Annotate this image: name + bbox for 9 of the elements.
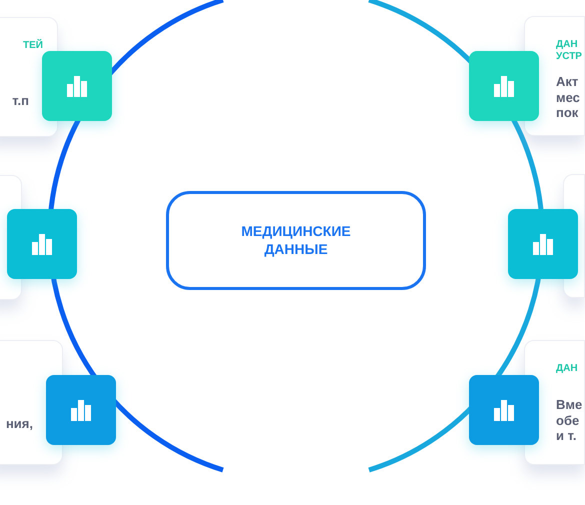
card-heading: ТЕЙ <box>22 40 43 52</box>
card-text: ния, <box>4 416 33 432</box>
card-heading: ДАН <box>556 363 579 375</box>
box-title: МЕДИЦИНСКИЕ ДАННЫЕ <box>240 223 352 258</box>
card-text: Акт мес пок <box>556 74 581 121</box>
card-text: т.п <box>11 93 29 109</box>
card-heading: ДАН УСТР <box>556 39 583 63</box>
card-text: Вме обе и т. <box>556 397 584 444</box>
central-box <box>166 191 426 290</box>
